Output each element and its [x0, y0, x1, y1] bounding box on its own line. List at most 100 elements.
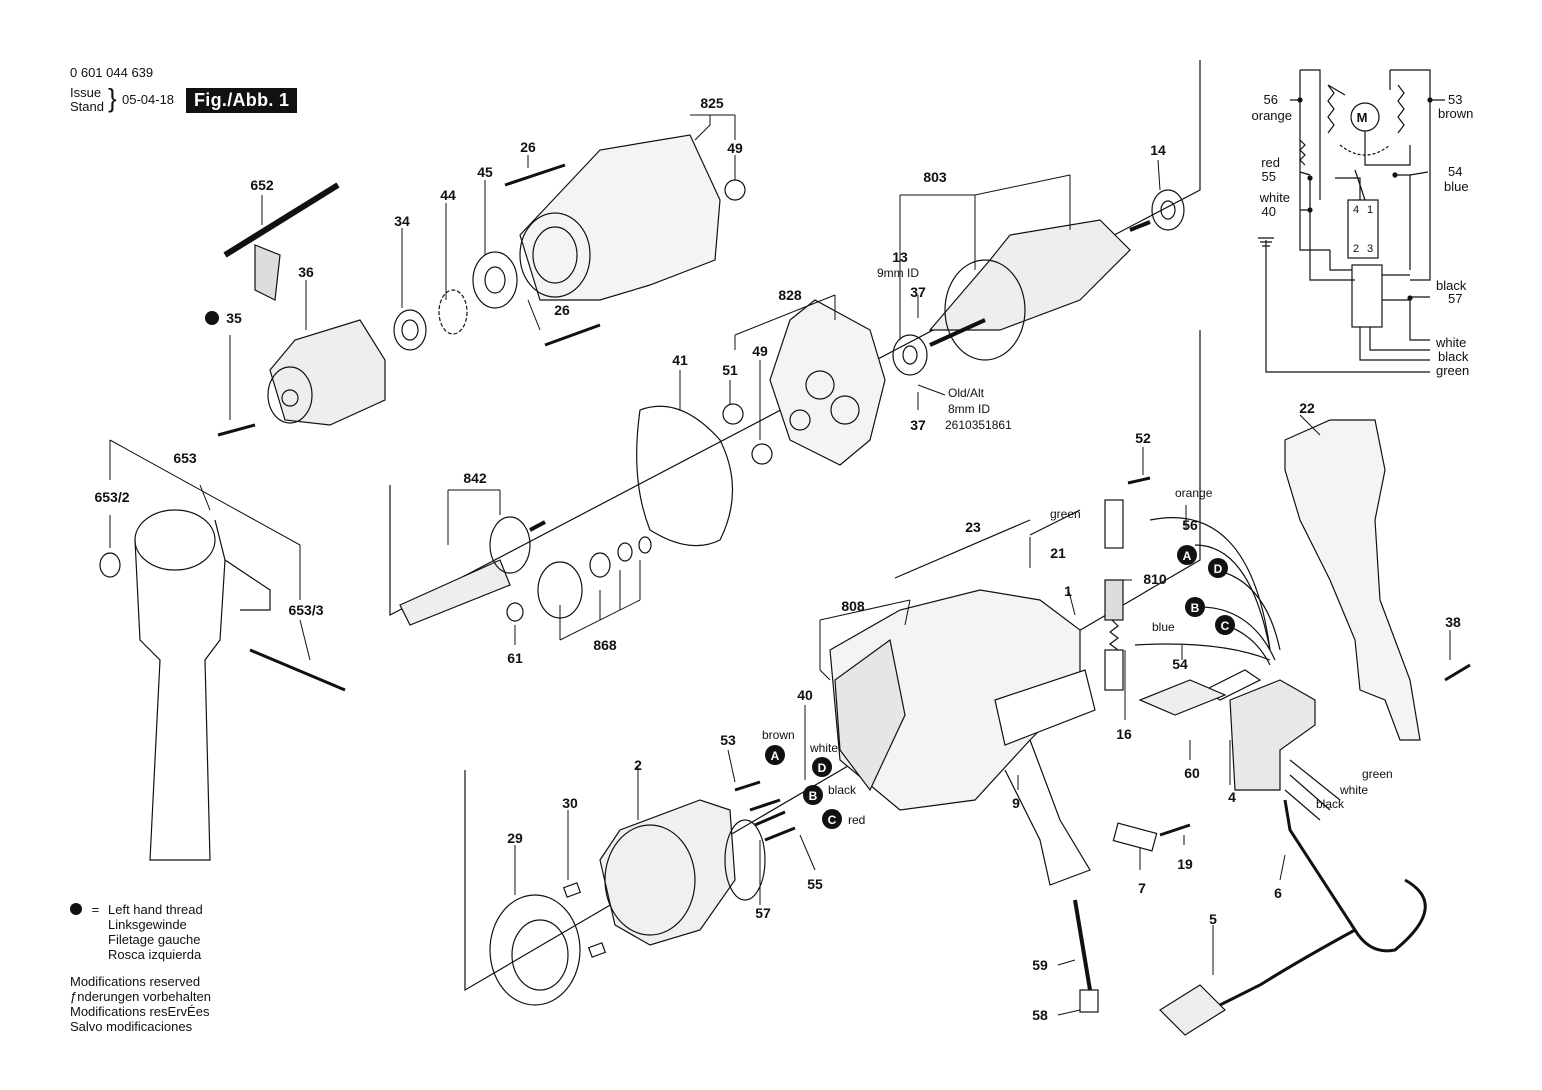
badge-c-1: C: [1215, 615, 1235, 635]
svg-text:2: 2: [1353, 243, 1359, 255]
part-label: 6: [1274, 885, 1282, 901]
bearing-13: [892, 334, 928, 376]
part-label: 653/3: [288, 602, 323, 618]
part-label: 61: [507, 650, 523, 666]
suppressor: [1351, 264, 1383, 328]
svg-text:green: green: [1436, 363, 1469, 378]
wire-label: black: [1316, 797, 1345, 811]
wire-label: black: [828, 783, 857, 797]
part-label: 16: [1116, 726, 1132, 742]
motor-frame: [464, 330, 1201, 992]
part-label: 19: [1177, 856, 1193, 872]
part-note: 9mm ID: [877, 266, 919, 280]
screw-59: [1073, 899, 1092, 991]
part-label: 653/2: [94, 489, 129, 505]
svg-text:1: 1: [1367, 204, 1373, 216]
part-label: 52: [1135, 430, 1151, 446]
part-note: 8mm ID: [948, 402, 990, 416]
clamp-7: [1112, 822, 1158, 852]
svg-text:C: C: [828, 813, 837, 827]
part-label: 29: [507, 830, 523, 846]
part-label: 57: [755, 905, 771, 921]
spring: [1109, 619, 1119, 651]
part-label: 5: [1209, 911, 1217, 927]
part-label: 842: [463, 470, 487, 486]
wire-color-labels: green orange blue brown white black red …: [762, 486, 1393, 827]
part-label: 1: [1064, 583, 1072, 599]
armature-803: [928, 219, 1151, 361]
screw-35: [217, 423, 256, 437]
part-label: 37: [910, 284, 926, 300]
part-label: 44: [440, 187, 456, 203]
part-label: 825: [700, 95, 724, 111]
wire-label: green: [1050, 507, 1081, 521]
part-note: 2610351861: [945, 418, 1012, 432]
part-label: 53: [720, 732, 736, 748]
part-label: 49: [752, 343, 768, 359]
svg-text:56: 56: [1264, 92, 1278, 107]
screw-26-bottom: [544, 323, 601, 347]
brush-810: [1104, 579, 1124, 621]
part-label: 810: [1143, 571, 1167, 587]
switch-4: [1203, 669, 1316, 791]
part-label: 21: [1050, 545, 1066, 561]
badge-a-1: A: [1177, 545, 1197, 565]
badge-d-2: D: [812, 757, 832, 777]
screw-19: [1159, 823, 1191, 837]
sleeve-58: [1079, 989, 1099, 1013]
svg-text:D: D: [1214, 562, 1223, 576]
svg-text:B: B: [809, 789, 818, 803]
screw-52: [1127, 476, 1151, 485]
terminal-57: [754, 810, 786, 827]
bushing-49: [751, 443, 773, 465]
part-label: 13: [892, 249, 908, 265]
auxiliary-handle-653: [99, 509, 346, 861]
part-label: 30: [562, 795, 578, 811]
wire-label: brown: [762, 728, 795, 742]
terminal-55: [764, 826, 796, 842]
motor-symbol: M: [1357, 110, 1368, 125]
part-label: 653: [173, 450, 197, 466]
part-label: 14: [1150, 142, 1166, 158]
svg-text:B: B: [1191, 601, 1200, 615]
ground-wire-23: [1029, 509, 1081, 536]
svg-text:40: 40: [1262, 204, 1276, 219]
part-label: 4: [1228, 789, 1236, 805]
svg-text:black: black: [1438, 349, 1469, 364]
terminal-40: [749, 798, 781, 812]
part-label: 38: [1445, 614, 1461, 630]
part-label: 26: [520, 139, 536, 155]
part-label: 36: [298, 264, 314, 280]
part-number-labels: 825 49 26 26 652 44 45 34 36 35 803 14 1…: [94, 95, 1461, 1023]
field-coil-right: [1397, 84, 1405, 134]
wire-orange: [1149, 517, 1271, 651]
svg-text:D: D: [818, 761, 827, 775]
svg-text:orange: orange: [1252, 108, 1292, 123]
part-label: 652: [250, 177, 274, 193]
plate-60: [1138, 679, 1227, 716]
part-label: 2: [634, 757, 642, 773]
washer-61: [506, 602, 524, 622]
part-label: 59: [1032, 957, 1048, 973]
part-label: 808: [841, 598, 865, 614]
left-thread-legend: =: [70, 902, 99, 917]
svg-text:A: A: [771, 749, 780, 763]
part-label: 54: [1172, 656, 1188, 672]
part-label: 49: [727, 140, 743, 156]
handle-half-22: [1284, 419, 1421, 741]
wire-blue: [1134, 643, 1271, 661]
gasket-41: [636, 405, 733, 547]
bushing-51: [722, 403, 744, 425]
baffle-29: [489, 894, 581, 1006]
part-label: 35: [226, 310, 242, 326]
gear-housing: [519, 134, 746, 301]
part-label: 37: [910, 417, 926, 433]
part-label: 7: [1138, 880, 1146, 896]
svg-text:C: C: [1221, 619, 1230, 633]
terminal-53: [734, 780, 761, 792]
figure-label: Fig./Abb. 1: [186, 88, 298, 113]
svg-text:4: 4: [1353, 204, 1359, 216]
part-label: 9: [1012, 795, 1020, 811]
lock-ring-44: [438, 289, 468, 335]
